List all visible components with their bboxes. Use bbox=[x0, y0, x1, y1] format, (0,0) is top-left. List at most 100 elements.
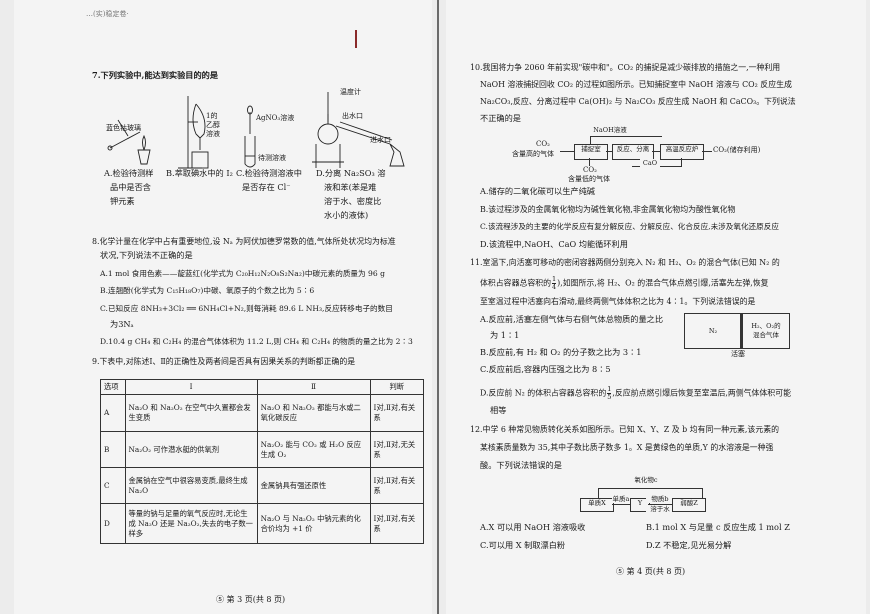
cao-label: CaO bbox=[640, 159, 660, 169]
q11-option-a-line2: 为 1∶1 bbox=[490, 330, 520, 340]
label-b2: 乙醇 bbox=[206, 121, 220, 129]
footer-circle-mark: ⑤ bbox=[616, 567, 624, 576]
flame-test-apparatus bbox=[107, 119, 151, 165]
q10-option-d: D.该流程中,NaOH、CaO 均能循环利用 bbox=[480, 239, 628, 249]
element-a-label: 单质a bbox=[612, 495, 630, 503]
n2-chamber: N₂ bbox=[684, 313, 742, 349]
mixed-gas-label-2: 混合气体 bbox=[753, 331, 779, 339]
q11-option-b: B.反应前,有 H₂ 和 O₂ 的分子数之比为 3∶1 bbox=[480, 347, 642, 357]
footer-page-label: 第 4 页(共 8 页) bbox=[626, 567, 686, 576]
row-option: B bbox=[100, 431, 126, 468]
diagram-co2-low: CO₂ bbox=[583, 166, 597, 174]
arrow-line bbox=[612, 504, 630, 505]
arrow-line bbox=[606, 151, 612, 152]
q12-stem-line1: 12.中学 6 种常见物质转化关系如图所示。已知 X、Y、Z 及 b 均有同一种… bbox=[470, 425, 779, 434]
q12-stem-line2: 某核素质量数为 35,其中子数比质子数多 1。X 是黄绿色的单质,Y 的水溶液是… bbox=[480, 443, 774, 452]
q7-option-d-line3: 溶于水、密度比 bbox=[324, 196, 382, 206]
header-option: 选项 bbox=[100, 379, 126, 395]
piston-label: 活塞 bbox=[731, 350, 745, 358]
q11-d-start: D.反应前 N₂ 的体积占容器总容积的 bbox=[480, 388, 607, 398]
weak-acid-z-box: 弱酸Z bbox=[672, 498, 706, 512]
header-fragment: …(实)稳定卷· bbox=[86, 10, 129, 18]
separatory-funnel bbox=[178, 96, 209, 169]
q8-option-d: D.10.4 g CH₄ 和 C₂H₄ 的混合气体体积为 11.2 L,则 CH… bbox=[100, 337, 413, 346]
q11-option-d-line2: 相等 bbox=[490, 405, 507, 415]
footer-page-label: 第 3 页(共 8 页) bbox=[226, 595, 286, 604]
q9-stem: 9.下表中,对陈述Ⅰ、Ⅱ的正确性及两者间是否具有因果关系的判断都正确的是 bbox=[92, 357, 356, 366]
arrow-line bbox=[598, 488, 702, 489]
row-statement-ii: 金属钠具有强还原性 bbox=[256, 467, 371, 504]
arrow-line bbox=[702, 488, 703, 498]
capture-chamber-box: 捕捉室 bbox=[574, 144, 608, 160]
table-row: B Na₂O₂ 可作潜水艇的供氧剂 Na₂O₂ 能与 CO₂ 或 H₂O 反应生… bbox=[100, 431, 425, 468]
q8-option-a: A.1 mol 食用色素——靛蓝红(化学式为 C₂₀H₁₂N₂O₈S₂Na₂)中… bbox=[100, 269, 385, 278]
arrow-line bbox=[598, 488, 599, 498]
distillation-apparatus bbox=[312, 92, 405, 168]
label-agno3: AgNO₃溶液 bbox=[256, 114, 295, 122]
q12-stem-line3: 酸。下列说法错误的是 bbox=[480, 460, 562, 470]
q10-stem-line3: Na₂CO₃,反应、分离过程中 Ca(OH)₂ 与 Na₂CO₃ 反应生成 Na… bbox=[480, 97, 796, 106]
q11-d-end: ,反应前点燃引爆后恢复至室温后,两侧气体体积可能 bbox=[612, 388, 791, 398]
label-thermometer: 温度计 bbox=[340, 88, 361, 96]
q11-option-a-line1: A.反应前,活塞左侧气体与右侧气体总物质的量之比 bbox=[480, 314, 664, 324]
substance-b-label: 物质b bbox=[646, 495, 674, 503]
header-judgement: 判断 bbox=[369, 379, 425, 395]
footer-page-3: ⑤ 第 3 页(共 8 页) bbox=[216, 594, 285, 605]
row-judgement: Ⅰ对,Ⅱ对,有关系 bbox=[369, 467, 425, 504]
arrow-line bbox=[652, 151, 660, 152]
arrow-line bbox=[681, 158, 682, 166]
table-row: A Na₂O 和 Na₂O₂ 在空气中久置都会发生变质 Na₂O 和 Na₂O₂… bbox=[100, 394, 425, 432]
dissolve-water-label: 溶于水 bbox=[646, 505, 674, 513]
red-pen-mark bbox=[355, 30, 357, 48]
q10-option-a: A.储存的二氧化碳可以生产纯碱 bbox=[480, 186, 595, 196]
q8-option-c-line1: C.已知反应 8NH₃+3Cl₂ ══ 6NH₄Cl+N₂,则每消耗 89.6 … bbox=[100, 304, 393, 313]
row-option: A bbox=[100, 394, 126, 432]
q8-stem-line1: 8.化学计量在化学中占有重要地位,设 Nₐ 为阿伏加德罗常数的值,气体所处状况均… bbox=[92, 237, 396, 246]
arrow-line bbox=[590, 136, 591, 144]
q7-stem: 7.下列实验中,能达到实验目的的是 bbox=[92, 70, 219, 80]
q12-option-d: D.Z 不稳定,见光易分解 bbox=[646, 540, 732, 550]
q7-option-c-line2: 是否存在 Cl⁻ bbox=[242, 182, 291, 192]
q10-stem-line1: 10.我国将力争 2060 年前实现"碳中和"。CO₂ 的捕捉是减少碳排放的措施… bbox=[470, 63, 781, 72]
row-statement-i: Na₂O 和 Na₂O₂ 在空气中久置都会发生变质 bbox=[124, 394, 258, 432]
row-judgement: Ⅰ对,Ⅱ对,无关系 bbox=[369, 431, 425, 468]
q8-option-b: B.连翘酚(化学式为 C₁₅H₁₈O₇)中碳、氧原子的个数之比为 5∶6 bbox=[100, 286, 315, 295]
oxide-c-label: 氧化物c bbox=[628, 476, 664, 486]
q7-option-a-line2: 品中是否含 bbox=[110, 182, 151, 192]
q7-option-a-line3: 钾元素 bbox=[110, 196, 135, 206]
label-test-solution: 待测溶液 bbox=[258, 154, 286, 162]
fraction-numerator: 1 bbox=[552, 275, 557, 284]
row-option: C bbox=[100, 467, 126, 504]
row-statement-i: 金属钠在空气中很容易变质,最终生成 Na₂O bbox=[124, 467, 258, 504]
table-row: D 等量的钠与足量的氧气反应时,无论生成 Na₂O 还是 Na₂O₂,失去的电子… bbox=[100, 503, 425, 544]
arrow-line bbox=[589, 158, 590, 166]
q12-option-a: A.X 可以用 NaOH 溶液吸收 bbox=[480, 522, 586, 532]
q11-line2-end: ),如图所示,将 H₂、O₂ 的混合气体点燃引爆,活塞先左弹,恢复 bbox=[557, 278, 769, 288]
q7-option-d-line1: D.分离 Na₂SO₃ 溶 bbox=[316, 168, 386, 178]
q10-option-c: C.该流程涉及的主要的化学反应有复分解反应、分解反应、化合反应,未涉及氧化还原反… bbox=[480, 222, 779, 231]
q10-option-b: B.该过程涉及的金属氧化物均为碱性氧化物,非金属氧化物均为酸性氧化物 bbox=[480, 205, 736, 214]
row-judgement: Ⅰ对,Ⅱ对,有关系 bbox=[369, 503, 425, 544]
row-judgement: Ⅰ对,Ⅱ对,有关系 bbox=[369, 394, 425, 432]
element-x-box: 单质X bbox=[580, 498, 614, 512]
row-statement-ii: Na₂O₂ 能与 CO₂ 或 H₂O 反应生成 O₂ bbox=[256, 431, 371, 468]
reaction-separation-box: 反应、分离 bbox=[612, 144, 654, 160]
naoh-label: NaOH溶液 bbox=[586, 126, 634, 136]
q12-option-c: C.可以用 X 制取漂白粉 bbox=[480, 540, 566, 550]
mixed-gas-label-1: H₂、O₂的 bbox=[751, 322, 781, 330]
footer-circle-mark: ⑤ bbox=[216, 595, 224, 604]
q7-option-c-line1: C.检验待测溶液中 bbox=[236, 168, 302, 178]
piston-bar bbox=[740, 313, 742, 348]
diagram-high-gas: 含量高的气体 bbox=[512, 150, 554, 158]
arrow-line bbox=[560, 151, 574, 152]
label-inlet: 进水口 bbox=[370, 136, 391, 144]
table-header-row: 选项 Ⅰ Ⅱ 判断 bbox=[100, 379, 425, 395]
diagram-co2-in: CO₂ bbox=[536, 140, 550, 148]
row-statement-ii: Na₂O 和 Na₂O₂ 都能与水或二氧化碳反应 bbox=[256, 394, 371, 432]
q7-option-d-line4: 水小的液体) bbox=[324, 210, 369, 220]
table-row: C 金属钠在空气中很容易变质,最终生成 Na₂O 金属钠具有强还原性 Ⅰ对,Ⅱ对… bbox=[100, 467, 425, 504]
